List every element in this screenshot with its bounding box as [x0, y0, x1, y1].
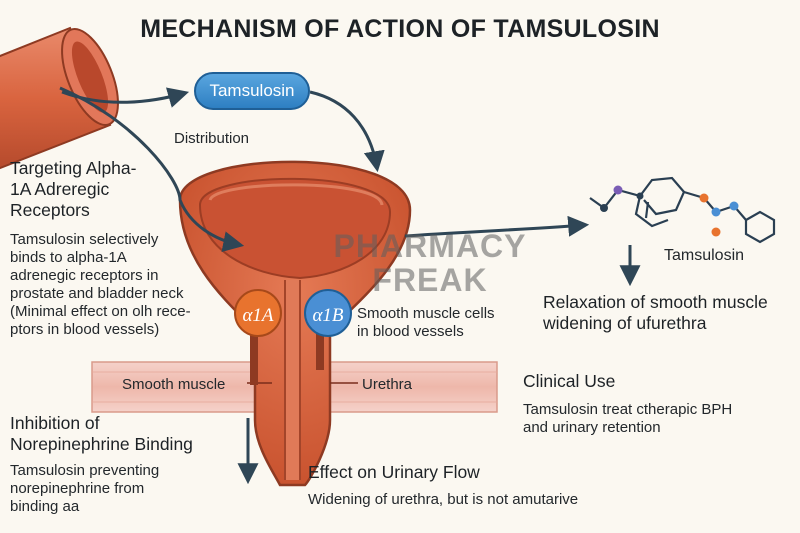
targeting-body-line-6: ptors in blood vessels) — [10, 321, 160, 338]
smooth-cells-line-1: Smooth muscle cells — [357, 305, 495, 322]
inhibition-heading: Inhibition of Norepinephrine Binding — [10, 413, 240, 455]
smooth-cells-line-2: in blood vessels — [357, 323, 464, 340]
targeting-body: Tamsulosin selectively binds to alpha-1A… — [10, 231, 240, 339]
alpha1a-label: α1A — [242, 305, 273, 326]
urethra-label: Urethra — [362, 376, 413, 393]
targeting-body-line-5: (Minimal effect on olh rece- — [10, 303, 191, 320]
inhibition-body-line-2: norepinephrine from — [10, 480, 145, 497]
targeting-body-line-2: binds to alpha-1A — [10, 249, 127, 266]
arrow-pill-to-bladder — [309, 90, 385, 173]
targeting-body-line-1: Tamsulosin selectively — [10, 231, 159, 248]
inhibition-heading-line-2: Norepinephrine Binding — [10, 434, 193, 454]
watermark-line-1: PHARMACY — [333, 228, 527, 264]
clinical-body-line-2: and urinary retention — [523, 419, 661, 436]
targeting-body-line-3: adrenegic receptors in — [10, 267, 159, 284]
clinical-heading: Clinical Use — [523, 371, 616, 391]
effect-heading: Effect on Urinary Flow — [308, 462, 480, 482]
inhibition-body-line-1: Tamsulosin preventing — [10, 462, 160, 479]
relaxation-text: Relaxation of smooth muscle widening of … — [543, 292, 793, 334]
alpha1a-receptor — [234, 289, 282, 385]
inhibition-body-line-3: binding aa — [10, 498, 80, 515]
molecule-atoms — [600, 185, 739, 237]
relaxation-line-1: Relaxation of smooth muscle — [543, 292, 768, 312]
arrow-vessel-to-bladder — [59, 86, 245, 252]
page-title: MECHANISM OF ACTION OF TAMSULOSIN — [140, 15, 660, 43]
watermark-line-2: FREAK — [372, 261, 488, 298]
clinical-body: Tamsulosin treat ctherapic BPH and urina… — [523, 401, 783, 437]
smooth-muscle-label: Smooth muscle — [122, 376, 226, 393]
arrow-bladder-to-molecule — [404, 215, 590, 238]
molecule-label: Tamsulosin — [664, 247, 745, 264]
effect-body: Widening of urethra, but is not amutariv… — [308, 491, 579, 508]
smooth-cells-text: Smooth muscle cells in blood vessels — [357, 305, 547, 341]
targeting-heading: Targeting Alpha- 1A Adreregic Receptors — [10, 158, 190, 221]
targeting-heading-line-2: 1A Adreregic — [10, 179, 110, 199]
inhibition-body: Tamsulosin preventing norepinephrine fro… — [10, 462, 210, 516]
alpha1b-label: α1B — [312, 305, 343, 326]
alpha1b-receptor — [304, 289, 352, 370]
clinical-body-line-1: Tamsulosin treat ctherapic BPH — [523, 401, 733, 418]
tamsulosin-pill: Tamsulosin — [194, 72, 310, 110]
targeting-heading-line-1: Targeting Alpha- — [10, 158, 137, 178]
relaxation-line-2: widening of ufurethra — [543, 313, 707, 333]
distribution-label: Distribution — [174, 130, 250, 147]
watermark: PHARMACY FREAK — [300, 228, 560, 298]
inhibition-heading-line-1: Inhibition of — [10, 413, 100, 433]
targeting-heading-line-3: Receptors — [10, 200, 90, 220]
targeting-body-line-4: prostate and bladder neck — [10, 285, 184, 302]
